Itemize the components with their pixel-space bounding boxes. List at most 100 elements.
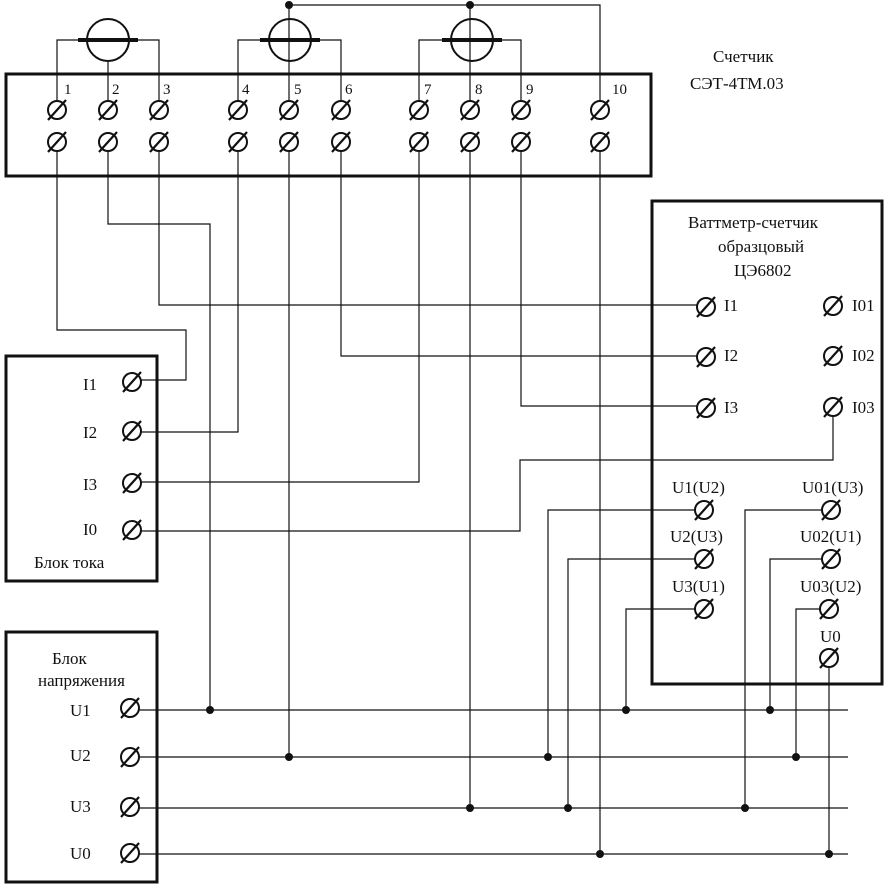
terminal-screw-icon	[511, 131, 531, 153]
meter-terminal-number: 1	[64, 82, 72, 98]
junction-dot	[206, 706, 214, 714]
wattmeter-title-line1: Ваттметр-счетчик	[688, 213, 819, 232]
wattmeter-label: U2(U3)	[670, 527, 723, 546]
wire	[141, 152, 420, 483]
wattmeter-label: U0	[820, 627, 841, 646]
voltage-block-label: U2	[70, 746, 91, 765]
wattmeter-box	[650, 199, 884, 686]
wire	[141, 152, 239, 433]
terminal-screw-icon	[460, 99, 480, 121]
meter-terminal-box	[4, 72, 653, 178]
voltage-block-terminals	[120, 697, 140, 864]
wire	[129, 39, 160, 101]
junction-dot	[792, 753, 800, 761]
wattmeter-label: U3(U1)	[672, 577, 725, 596]
terminal-screw-icon	[228, 99, 248, 121]
wire	[311, 39, 342, 101]
wire	[769, 558, 822, 710]
terminal-screw-icon	[149, 99, 169, 121]
junction-dot	[622, 706, 630, 714]
current-block-title: Блок тока	[34, 553, 105, 572]
junction-dot	[466, 804, 474, 812]
meter-terminal-number: 8	[475, 82, 483, 98]
wire	[418, 39, 451, 101]
terminal-screw-icon	[120, 842, 140, 864]
wire	[625, 608, 695, 710]
meter-terminal-number: 6	[345, 82, 353, 98]
wire	[237, 39, 269, 101]
wattmeter-title-line3: ЦЭ6802	[734, 261, 792, 280]
terminal-screw-icon	[98, 99, 118, 121]
meter-terminal-number: 4	[242, 82, 250, 98]
voltage-block-title-line2: напряжения	[38, 671, 125, 690]
terminal-screw-icon	[694, 598, 714, 620]
wire	[141, 416, 834, 532]
wattmeter-label: I2	[724, 346, 738, 365]
junction-dot	[544, 753, 552, 761]
terminal-screw-icon	[696, 397, 716, 419]
current-block-label: I3	[83, 475, 97, 494]
terminal-screw-icon	[819, 647, 839, 669]
voltage-block-title-line1: Блок	[52, 649, 88, 668]
current-block-terminals	[122, 371, 142, 541]
meter-terminal-number: 9	[526, 82, 534, 98]
wattmeter-label: I3	[724, 398, 738, 417]
wattmeter-terminals	[694, 295, 843, 669]
wattmeter-label: I1	[724, 296, 738, 315]
wattmeter-label: U1(U2)	[672, 478, 725, 497]
junction-dot	[564, 804, 572, 812]
terminal-screw-icon	[694, 499, 714, 521]
terminal-screw-icon	[149, 131, 169, 153]
wire	[493, 39, 522, 101]
meter-terminal-number: 3	[163, 82, 171, 98]
junction-dot	[285, 753, 293, 761]
terminal-screw-icon	[122, 420, 142, 442]
terminal-screw-icon	[47, 131, 67, 153]
terminal-screw-icon	[819, 598, 839, 620]
terminal-screw-icon	[821, 499, 841, 521]
terminal-screw-icon	[511, 99, 531, 121]
terminal-screw-icon	[279, 131, 299, 153]
wire	[744, 509, 822, 808]
terminal-screw-icon	[696, 296, 716, 318]
current-transformer-icons	[78, 18, 502, 62]
terminal-screw-icon	[98, 131, 118, 153]
wire	[795, 608, 820, 757]
meter-terminal-number: 5	[294, 82, 302, 98]
meter-terminal-screws	[47, 99, 610, 153]
wattmeter-label: I03	[852, 398, 875, 417]
wire	[567, 558, 695, 808]
junction-dot	[596, 850, 604, 858]
current-block-box	[4, 354, 159, 583]
terminal-screw-icon	[279, 99, 299, 121]
terminal-screw-icon	[122, 519, 142, 541]
wattmeter-label: U02(U1)	[800, 527, 861, 546]
terminal-screw-icon	[331, 99, 351, 121]
voltage-block-label: U3	[70, 797, 91, 816]
terminal-screw-icon	[120, 746, 140, 768]
wattmeter-label: I01	[852, 296, 875, 315]
junction-dot	[766, 706, 774, 714]
terminal-screw-icon	[120, 796, 140, 818]
voltage-block-label: U1	[70, 701, 91, 720]
terminal-screw-icon	[823, 396, 843, 418]
junction-dot	[741, 804, 749, 812]
terminal-screw-icon	[120, 697, 140, 719]
terminal-screw-icon	[122, 472, 142, 494]
terminal-screw-icon	[331, 131, 351, 153]
terminal-screw-icon	[228, 131, 248, 153]
meter-terminal-number: 2	[112, 82, 120, 98]
meter-title-line2: СЭТ-4ТМ.03	[690, 74, 784, 93]
meter-terminal-number: 7	[424, 82, 432, 98]
current-block-label: I2	[83, 423, 97, 442]
terminal-screw-icon	[122, 371, 142, 393]
wire	[289, 4, 601, 101]
wire	[56, 152, 187, 381]
voltage-block-label: U0	[70, 844, 91, 863]
wire	[56, 39, 87, 101]
meter-title-line1: Счетчик	[713, 47, 774, 66]
terminal-screw-icon	[590, 131, 610, 153]
wire	[547, 509, 695, 757]
terminal-screw-icon	[823, 345, 843, 367]
